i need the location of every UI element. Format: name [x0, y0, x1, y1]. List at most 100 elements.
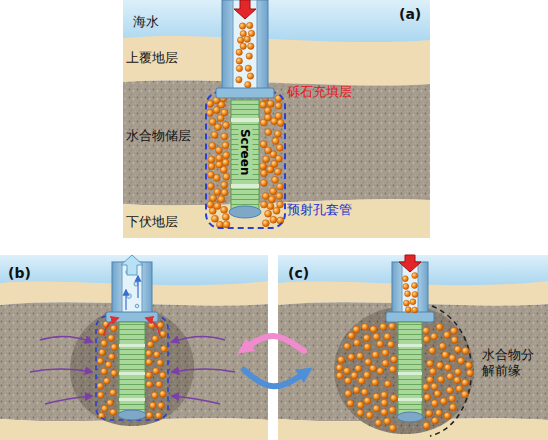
- gravel-ball: [351, 372, 358, 379]
- gravel-ball: [214, 203, 221, 210]
- gravel-ball: [264, 107, 271, 114]
- gravel-ball: [153, 368, 160, 375]
- gravel-ball: [384, 418, 391, 425]
- panel-letter: (a): [399, 6, 421, 23]
- well-c: [386, 262, 434, 422]
- gravel-ball: [454, 346, 461, 353]
- gravel-ball: [353, 326, 360, 333]
- gravel-ball: [240, 43, 246, 49]
- gravel-ball: [370, 326, 377, 333]
- gravel-ball: [372, 379, 379, 386]
- strata-a: [123, 36, 430, 86]
- gravel-ball: [221, 109, 228, 116]
- well-a: [216, 88, 274, 98]
- gravel-ball: [110, 325, 117, 332]
- gravel-ball: [411, 283, 417, 289]
- gravel-ball: [373, 333, 380, 340]
- gravel-ball: [260, 163, 267, 170]
- gravel-ball: [361, 389, 368, 396]
- gravel-ball: [146, 350, 153, 357]
- gravel-ball: [449, 404, 456, 411]
- gravel-ball: [272, 137, 279, 144]
- well-c: [386, 312, 434, 322]
- gravel-ball: [389, 425, 396, 432]
- gravel-ball: [247, 22, 253, 28]
- dissociation-front-line: [430, 306, 471, 436]
- gravel-ball: [449, 355, 456, 362]
- gravel-pack: [97, 321, 167, 419]
- gravel-ball: [436, 324, 443, 331]
- strata-b: [0, 255, 268, 440]
- gravel-ball: [447, 373, 454, 380]
- gravel-ball: [387, 341, 394, 348]
- gravel-in-pipe: [236, 22, 255, 88]
- gravel-ball: [265, 147, 272, 154]
- gravel-ball: [210, 195, 217, 202]
- gravel-ball: [465, 362, 472, 369]
- gravel-ball: [381, 399, 388, 406]
- gravel-ball: [158, 402, 165, 409]
- gravel-ball: [248, 30, 254, 36]
- gravel-ball: [146, 372, 153, 379]
- gravel-ball: [147, 341, 154, 348]
- gravel-ball: [221, 206, 228, 213]
- flow-arrows: [146, 318, 160, 336]
- gravel-ball: [377, 368, 384, 375]
- flow-arrows: [172, 336, 225, 342]
- gravel-ball: [146, 381, 153, 388]
- gravel-ball: [236, 58, 242, 64]
- gravel-ball: [389, 406, 396, 413]
- gravel-ball: [263, 156, 270, 163]
- gravel-ball: [403, 300, 409, 306]
- gravel-ball: [151, 392, 158, 399]
- gravel-ball: [390, 395, 397, 402]
- gravel-ball: [275, 102, 282, 109]
- gravel-ball: [98, 392, 105, 399]
- gravel-ball: [239, 23, 245, 29]
- layer-label: 水合物储层: [126, 128, 191, 144]
- flow-arrows: [172, 396, 220, 404]
- gravel-ball: [244, 36, 250, 42]
- well-a: [231, 184, 259, 188]
- flow-arrows: [30, 318, 235, 404]
- gravel-ball: [336, 372, 343, 379]
- gravel-ball: [245, 81, 251, 87]
- layer-label: 上覆地层: [126, 50, 178, 66]
- gravel-ball: [449, 395, 456, 402]
- gravel-ball: [152, 335, 159, 342]
- gravel-ball: [454, 377, 461, 384]
- injection-arrow: [399, 255, 421, 272]
- gravel-ball: [247, 73, 253, 79]
- strata-a: [123, 80, 430, 205]
- gravel-ball: [215, 147, 222, 154]
- gravel-ball: [276, 144, 283, 151]
- gravel-ball: [207, 171, 214, 178]
- gravel-ball: [405, 291, 411, 297]
- gravel-ball: [213, 106, 220, 113]
- gravel-ball: [214, 124, 221, 131]
- gravel-ball: [157, 360, 164, 367]
- gravel-ball: [236, 65, 242, 71]
- gravel-ball: [377, 340, 384, 347]
- layer-label: 海水: [133, 14, 159, 30]
- gravel-ball: [270, 188, 277, 195]
- gravel-ball: [272, 176, 279, 183]
- strata-b: [0, 302, 268, 421]
- gravel-ball: [236, 76, 242, 82]
- well-a: [229, 206, 261, 218]
- gravel-ball: [442, 351, 449, 358]
- well-a: [206, 0, 285, 228]
- well-b: [137, 276, 138, 298]
- well-c: [398, 372, 422, 375]
- gravel-ball: [429, 347, 436, 354]
- gravel-ball: [245, 65, 251, 71]
- gravel-ball: [260, 170, 267, 177]
- well-b: [118, 410, 146, 420]
- gravel-ball: [222, 142, 229, 149]
- flow-arrows: [104, 318, 118, 336]
- casing-label: 预射孔套管: [287, 202, 352, 218]
- gravel-ball: [427, 360, 434, 367]
- front-label: 水合物分解前缘: [482, 347, 540, 378]
